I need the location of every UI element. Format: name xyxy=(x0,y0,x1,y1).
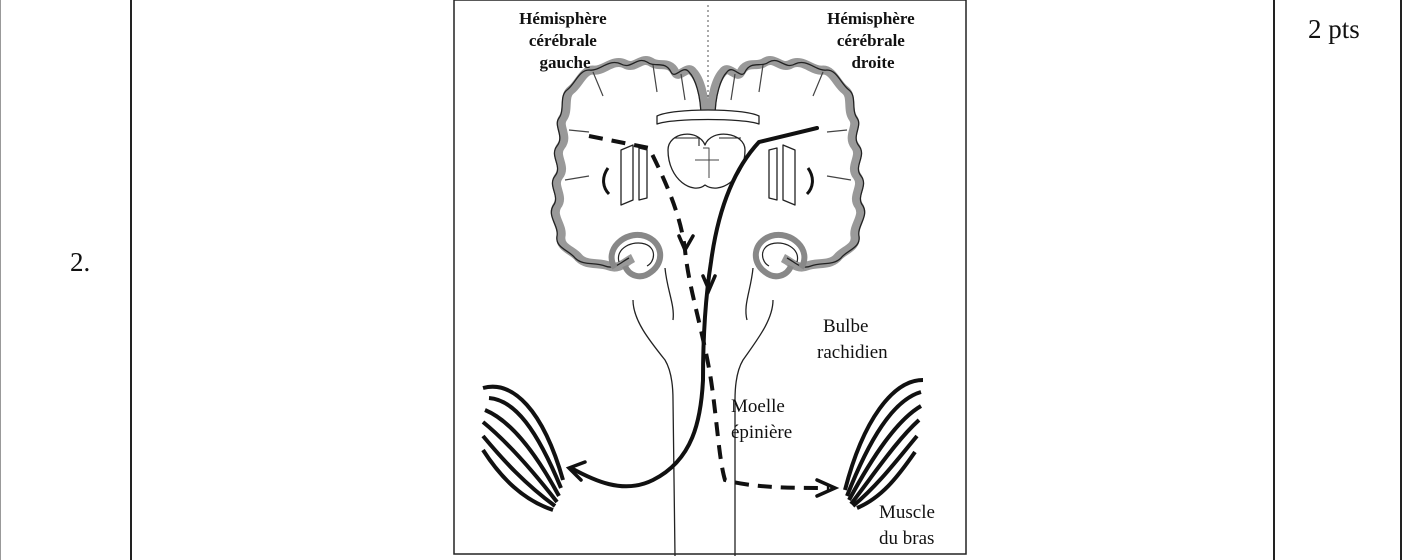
column-divider-1 xyxy=(130,0,132,560)
motor-pathway-diagram: Hémisphère cérébrale gauche Hémisphère c… xyxy=(453,0,968,556)
question-points: 2 pts xyxy=(1308,14,1360,45)
question-number: 2. xyxy=(70,247,90,278)
column-divider-2 xyxy=(1273,0,1275,560)
table-left-border xyxy=(0,0,1,560)
column-divider-3 xyxy=(1400,0,1402,560)
